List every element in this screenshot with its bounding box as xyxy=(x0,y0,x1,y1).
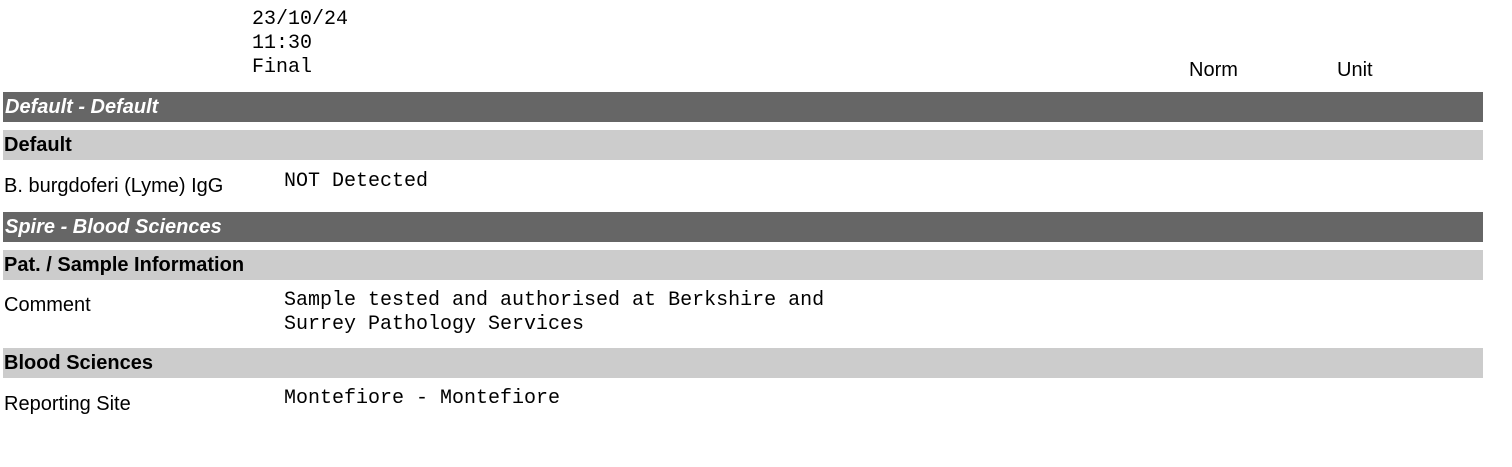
unit-column-header: Unit xyxy=(1337,59,1373,81)
result-value-line: Montefiore - Montefiore xyxy=(284,387,561,410)
result-value: Montefiore - Montefiore xyxy=(284,387,560,411)
result-value: Sample tested and authorised at Berkshir… xyxy=(284,289,824,337)
section-header-blood-sciences: Spire - Blood Sciences xyxy=(3,212,1483,242)
result-label: Comment xyxy=(4,294,91,316)
result-value-line: Surrey Pathology Services xyxy=(284,313,585,336)
report-column-header: 23/10/24 11:30 Final xyxy=(252,8,348,80)
result-value: NOT Detected xyxy=(284,170,428,194)
report-date: 23/10/24 xyxy=(252,8,349,31)
group-header-blood-sciences: Blood Sciences xyxy=(3,348,1483,378)
section-header-default: Default - Default xyxy=(3,92,1483,122)
result-value-line: NOT Detected xyxy=(284,170,429,193)
result-label: Reporting Site xyxy=(4,393,131,415)
result-value-line: Sample tested and authorised at Berkshir… xyxy=(284,289,825,312)
group-header-default: Default xyxy=(3,130,1483,160)
report-status: Final xyxy=(252,56,313,79)
norm-column-header: Norm xyxy=(1189,59,1238,81)
result-label: B. burgdoferi (Lyme) IgG xyxy=(4,175,224,197)
group-header-sample-information: Pat. / Sample Information xyxy=(3,250,1483,280)
report-time: 11:30 xyxy=(252,32,313,55)
